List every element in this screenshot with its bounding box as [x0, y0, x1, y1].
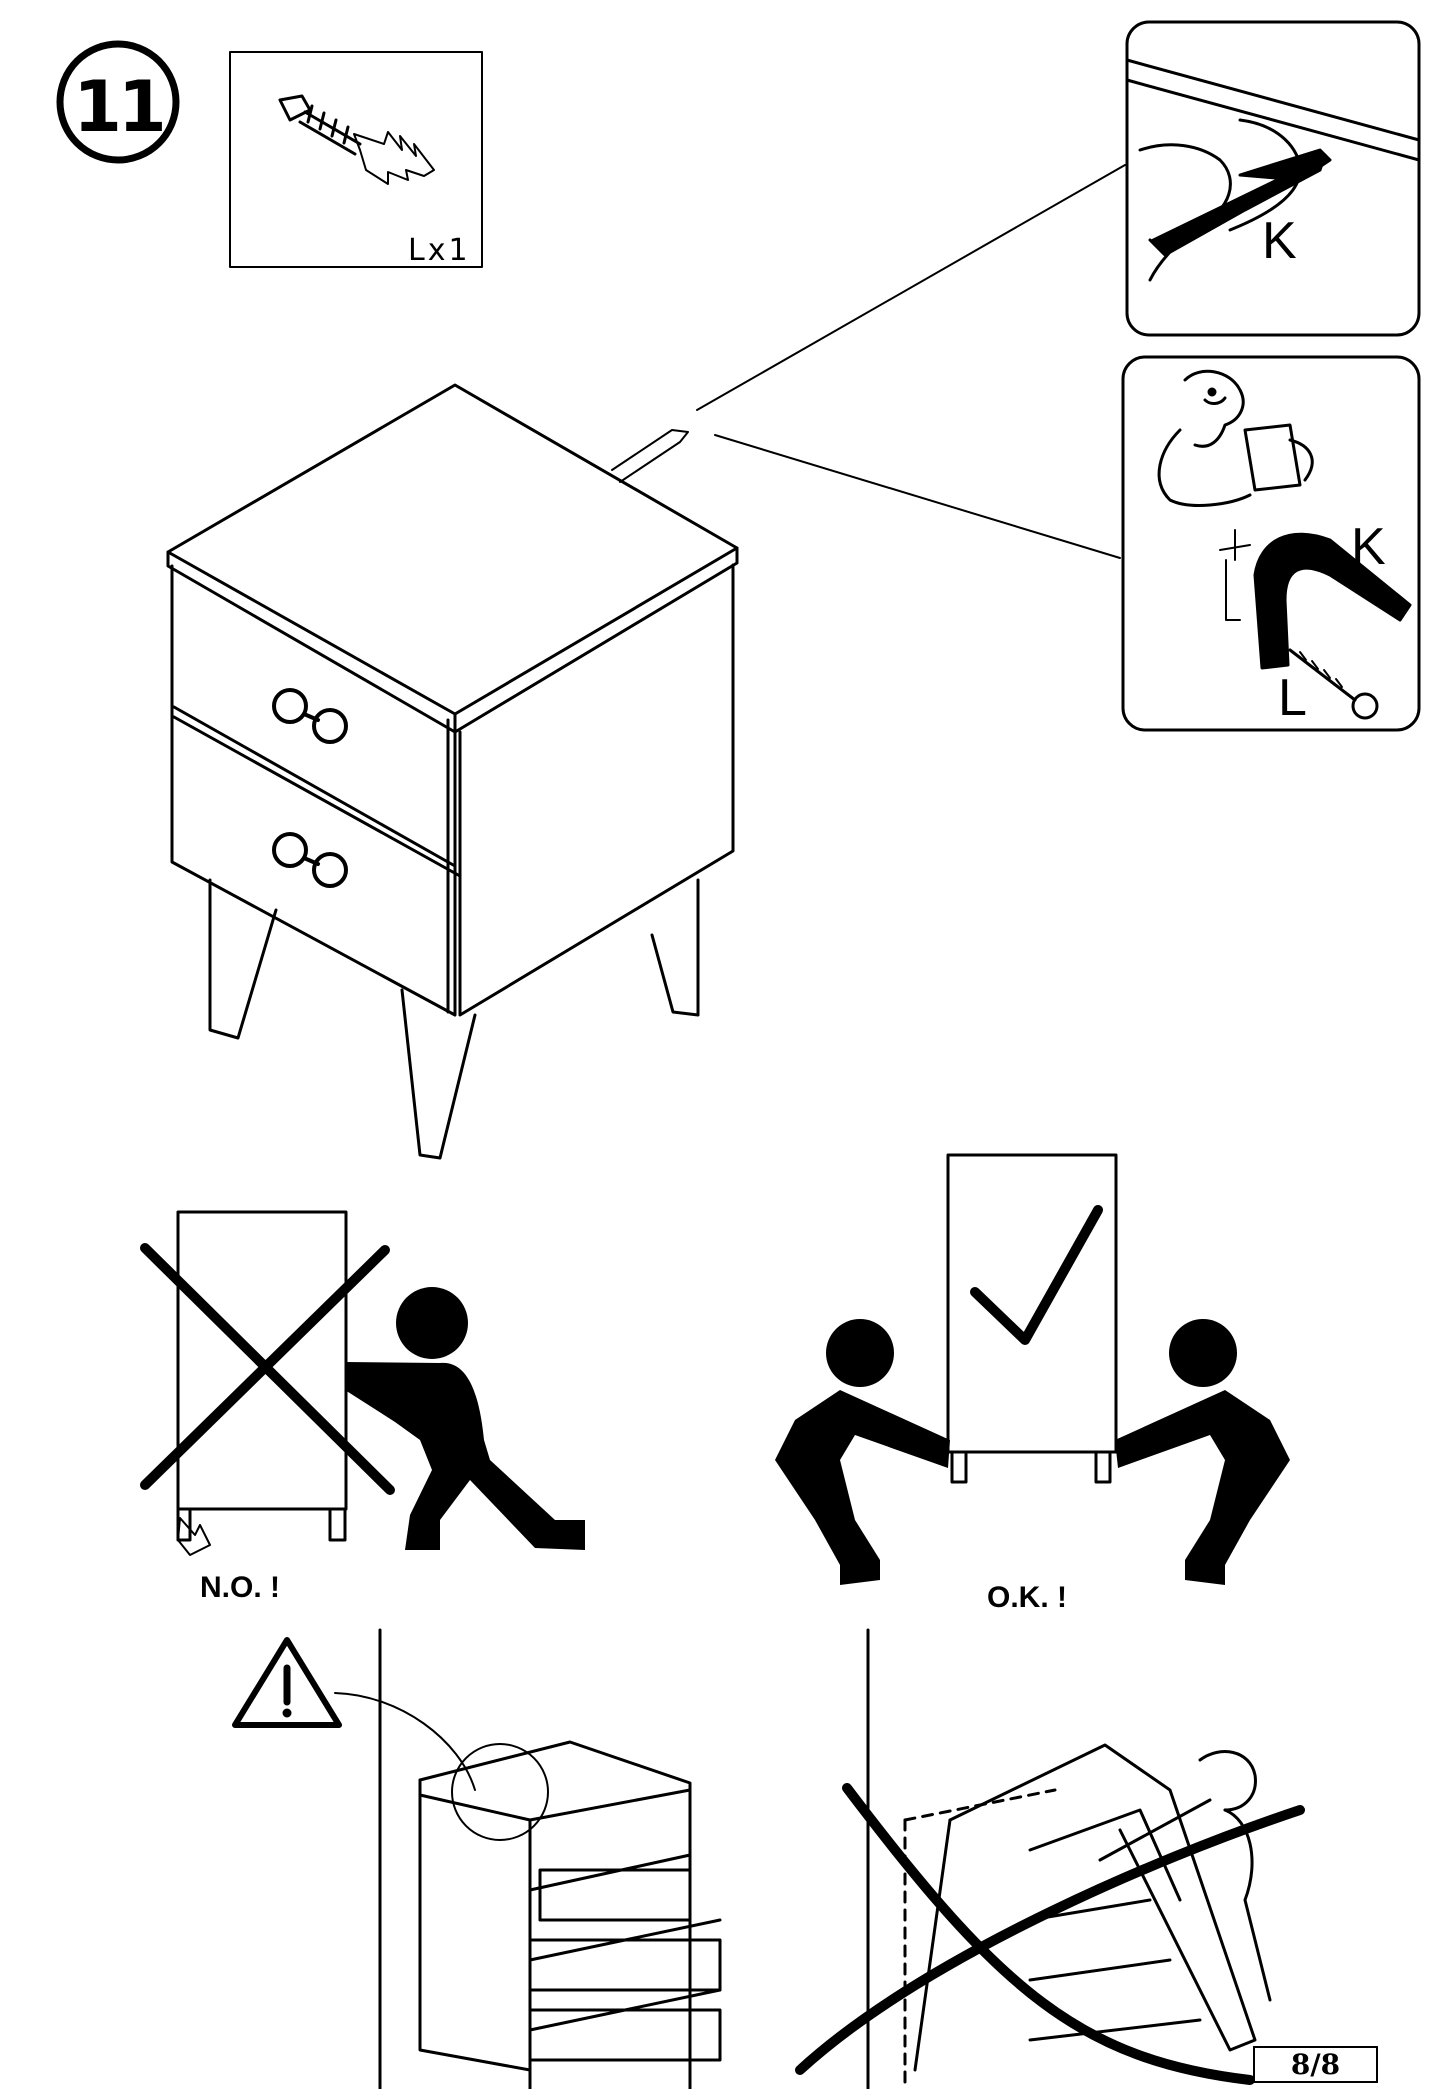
callout-label-l: L — [1278, 669, 1307, 727]
parts-quantity-label: Lx1 — [408, 233, 471, 268]
step-number-circle — [56, 40, 180, 164]
person-reading-icon — [1157, 369, 1314, 507]
nightstand-drawing — [166, 383, 739, 1160]
warning-triangle-icon — [232, 1637, 342, 1728]
right-method-illustration — [946, 1153, 1118, 1484]
detail-panel-top — [1125, 20, 1421, 337]
hand-pressing-strap-icon — [1125, 58, 1421, 282]
tipping-dresser-illustration — [866, 1628, 1272, 2089]
right-method-label: O.K. ! — [987, 1581, 1067, 1614]
person-pushing-icon — [345, 1287, 585, 1550]
parts-box — [229, 51, 483, 268]
person-lifting-right-icon — [1115, 1319, 1290, 1585]
step-number: 11 — [73, 66, 166, 148]
anchored-dresser-illustration — [378, 1628, 722, 2089]
page-number: 8/8 — [1253, 2046, 1378, 2083]
wrong-method-label: N.O. ! — [200, 1571, 280, 1604]
screw-anchor-icon — [278, 94, 435, 185]
wrong-method-illustration — [140, 1210, 395, 1556]
callout-label-k-bottom: K — [1351, 518, 1386, 576]
strap-screw-detail-icon — [1219, 529, 1412, 720]
callout-label-k-top: K — [1262, 212, 1297, 270]
detail-panel-bottom — [1121, 355, 1421, 732]
person-lifting-left-icon — [775, 1319, 950, 1585]
